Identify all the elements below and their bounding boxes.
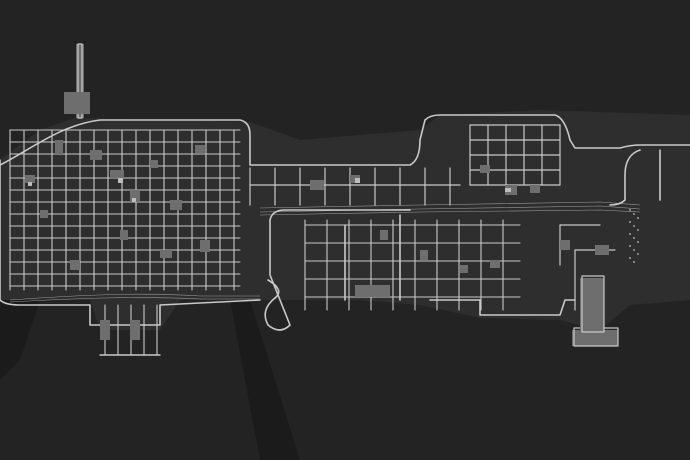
building <box>160 250 172 258</box>
dock-marker <box>633 225 635 227</box>
road-curve <box>264 219 291 331</box>
dock-marker <box>637 253 639 255</box>
building <box>355 285 390 297</box>
building <box>560 240 570 250</box>
building <box>55 140 63 154</box>
north-pier <box>64 43 90 119</box>
building <box>595 245 609 255</box>
building <box>505 188 511 192</box>
building <box>90 150 102 160</box>
dock-marker <box>629 245 631 247</box>
dock-markers <box>629 209 639 263</box>
dock-marker <box>629 209 631 211</box>
dock-marker <box>629 233 631 235</box>
building <box>195 145 205 153</box>
building <box>110 170 124 178</box>
dock-marker <box>629 221 631 223</box>
building <box>130 190 140 202</box>
building <box>310 180 324 190</box>
building <box>132 198 136 202</box>
building <box>490 260 500 268</box>
building <box>120 230 128 240</box>
road-curve <box>429 299 576 316</box>
dock-marker <box>633 213 635 215</box>
harbor-pier <box>572 275 619 347</box>
building <box>200 240 210 252</box>
building <box>118 178 123 183</box>
dock-marker <box>637 241 639 243</box>
building <box>170 200 182 210</box>
building <box>100 320 110 340</box>
building <box>355 178 360 183</box>
dock-marker <box>633 237 635 239</box>
building <box>25 175 35 183</box>
landmass <box>0 110 690 460</box>
building <box>530 185 540 193</box>
building <box>150 160 158 168</box>
road-curve <box>269 209 411 221</box>
building <box>28 182 32 186</box>
dock-marker <box>629 257 631 259</box>
dock-marker <box>637 217 639 219</box>
building <box>420 250 428 260</box>
building <box>460 265 468 273</box>
building <box>380 230 388 240</box>
road-curve <box>609 149 641 206</box>
road-curve <box>0 159 261 326</box>
building <box>70 260 80 270</box>
dock-marker <box>637 229 639 231</box>
road-curve <box>0 114 690 166</box>
road-network <box>0 114 690 356</box>
dock-marker <box>633 249 635 251</box>
building <box>40 210 48 218</box>
building <box>130 320 140 340</box>
dock-marker <box>633 261 635 263</box>
building <box>480 165 490 173</box>
building-footprints <box>25 140 609 340</box>
